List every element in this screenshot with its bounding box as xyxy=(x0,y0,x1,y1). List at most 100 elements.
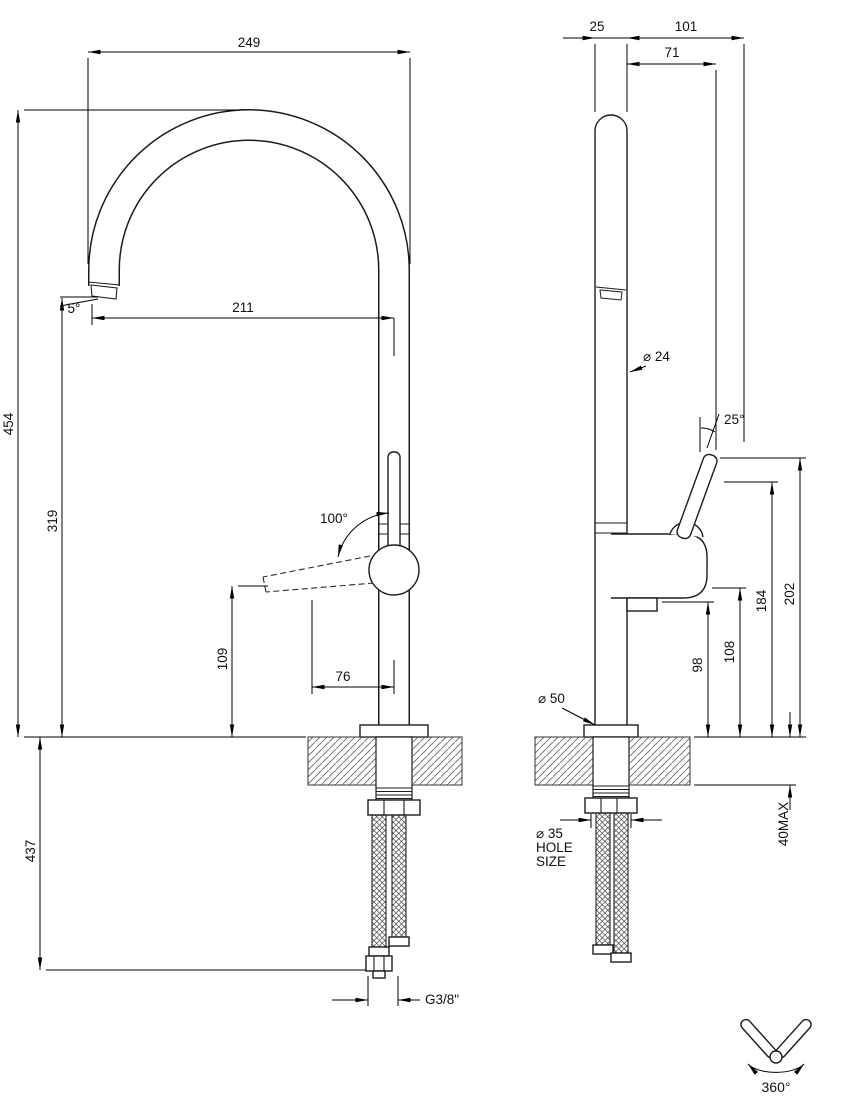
base-flange-side xyxy=(583,724,639,738)
side-dimensions: 25 101 71 ⌀ 24 25° xyxy=(536,19,806,869)
dim-handle-rotation: 100° xyxy=(320,511,390,558)
body-step-side xyxy=(626,597,658,612)
spout-tip-cut xyxy=(87,281,121,286)
dim-spout-reach-label: 211 xyxy=(232,300,254,315)
supply-hose-front-left xyxy=(371,814,387,948)
side-view: 25 101 71 ⌀ 24 25° xyxy=(534,19,806,963)
dim-counter-thickness: 40MAX xyxy=(776,712,793,846)
dim-height-184: 184 xyxy=(724,481,778,737)
dim-handle-offset: 76 xyxy=(311,600,395,694)
supply-hose-front-right xyxy=(391,814,407,938)
dim-spout-angle: 5° xyxy=(59,296,99,316)
dim-under-counter-label: 437 xyxy=(23,840,38,863)
dim-spout-height-label: 319 xyxy=(45,510,60,533)
supply-hose-side-left xyxy=(595,812,611,946)
dim-handle-reach-inner: 71 xyxy=(627,45,717,450)
dim-connection-thread-label: G3/8" xyxy=(425,992,459,1007)
side-counter-mounting xyxy=(534,736,691,963)
dim-handle-reach-outer: 101 xyxy=(627,19,745,442)
handle-alt-position-outline xyxy=(262,555,375,593)
dim-base-diameter: ⌀ 50 xyxy=(538,691,596,726)
spout-pipe-outline xyxy=(88,109,410,737)
dim-top-depth-label: 25 xyxy=(589,19,604,34)
dim-handle-tilt: 25° xyxy=(699,412,744,452)
dim-108-label: 108 xyxy=(722,641,737,664)
hose-nut-front-left xyxy=(365,955,393,972)
dim-hole-diameter-label: ⌀ 35 xyxy=(536,826,563,841)
dim-top-depth-extensions xyxy=(594,44,628,112)
dim-top-width: 249 xyxy=(87,35,411,264)
dim-hole-word2-label: SIZE xyxy=(536,854,566,869)
swivel-pivot xyxy=(769,1050,783,1064)
mixer-body-side xyxy=(611,533,708,599)
dim-top-width-label: 249 xyxy=(238,35,261,50)
dim-spout-diameter-label: ⌀ 24 xyxy=(643,349,670,364)
supply-hose-side-right xyxy=(613,812,629,954)
handle-lever-side xyxy=(676,453,718,540)
side-faucet-body xyxy=(583,114,718,738)
dim-40max-label: 40MAX xyxy=(776,802,791,846)
dim-total-height-label: 454 xyxy=(1,412,16,435)
riser-pipe-side xyxy=(594,114,628,737)
dim-71-label: 71 xyxy=(664,45,679,60)
spout-pipe-fill xyxy=(89,110,409,737)
dim-184-label: 184 xyxy=(754,589,769,612)
dim-total-height-extensions xyxy=(24,109,306,738)
dim-spout-height: 319 xyxy=(45,298,65,737)
dim-tilt-arc xyxy=(700,427,716,433)
dim-handle-height: 109 xyxy=(215,585,268,737)
swivel-range-label: 360° xyxy=(762,1079,791,1095)
hose-fitting-front-left xyxy=(368,946,390,957)
dim-handle-offset-label: 76 xyxy=(335,669,350,684)
mounting-shank-front xyxy=(375,736,413,801)
hose-stub-front-left xyxy=(372,970,386,979)
dim-total-height: 454 xyxy=(1,109,306,738)
mounting-nut-front xyxy=(367,799,421,816)
dim-spout-reach: 211 xyxy=(91,300,395,356)
dim-height-202: 202 xyxy=(720,457,806,737)
aerator-side xyxy=(599,289,623,301)
dim-handle-offset-extensions xyxy=(311,600,395,694)
dim-98-label: 98 xyxy=(690,657,705,672)
dim-spout-angle-label: 5° xyxy=(68,301,81,316)
handle-lever-side-shape xyxy=(676,453,718,540)
base-flange-front xyxy=(359,724,429,738)
dim-202-label: 202 xyxy=(782,583,797,606)
hose-fitting-front-right xyxy=(388,936,410,947)
dim-hole-size: ⌀ 35 HOLE SIZE xyxy=(536,814,662,869)
dim-handle-rotation-label: 100° xyxy=(320,511,348,526)
dim-spout-reach-extensions xyxy=(91,304,395,356)
dim-base-diameter-label: ⌀ 50 xyxy=(538,691,565,706)
dim-handle-tilt-label: 25° xyxy=(724,412,744,427)
dim-24-leader xyxy=(629,365,647,373)
mounting-shank-side xyxy=(592,736,630,799)
dim-50-leader xyxy=(561,707,596,726)
hose-fitting-side-left xyxy=(592,944,614,955)
nut-facets-front xyxy=(383,800,405,815)
dim-height-108: 108 xyxy=(712,587,746,737)
mixer-ball-joint xyxy=(368,544,420,596)
dim-connection-thread: G3/8" xyxy=(332,976,459,1007)
dim-under-counter: 437 xyxy=(23,737,366,971)
dim-thread-extensions xyxy=(367,976,399,1006)
handle-lever-front xyxy=(387,451,401,553)
hose-fitting-side-right xyxy=(610,952,632,963)
dim-handle-rotation-arc xyxy=(337,511,390,558)
hose-nut-facets xyxy=(373,956,385,971)
front-counter-mounting xyxy=(307,736,463,979)
front-dimensions: 249 211 5° 454 319 xyxy=(1,35,459,1007)
shank-threads-front xyxy=(376,787,412,799)
front-faucet-body xyxy=(87,109,429,738)
dim-spout-diameter: ⌀ 24 xyxy=(629,349,670,373)
aerator xyxy=(90,284,118,300)
front-view: 249 211 5° 454 319 xyxy=(1,35,463,1007)
dim-spout-angle-reference-lines xyxy=(59,296,99,307)
mounting-nut-side xyxy=(584,797,638,814)
dim-height-98: 98 xyxy=(662,601,714,737)
swivel-arc-arrow xyxy=(747,1063,805,1075)
dim-handle-height-label: 109 xyxy=(215,648,230,671)
dim-top-width-extensions xyxy=(87,58,411,264)
nut-facets-side xyxy=(600,798,618,813)
